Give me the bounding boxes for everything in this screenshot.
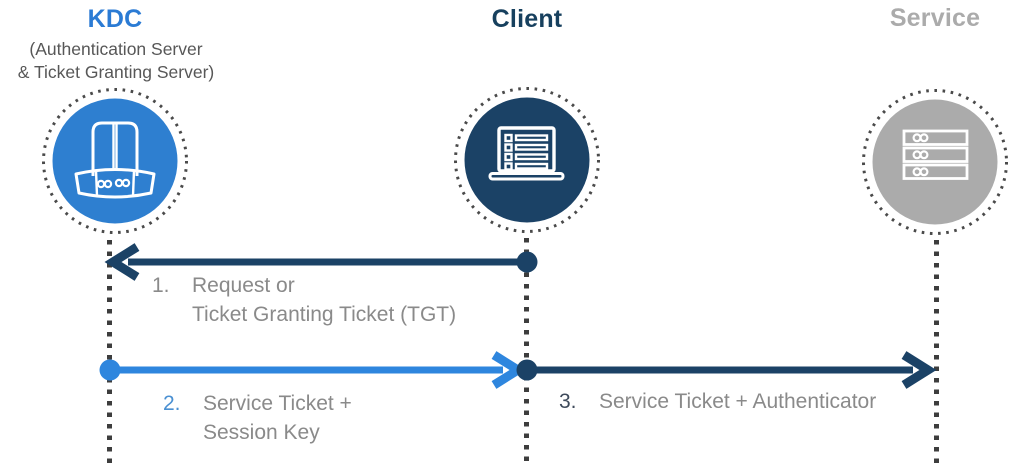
service-dotted-ring xyxy=(862,89,1008,235)
message-1-number: 1. xyxy=(152,274,170,297)
service-circle-badge xyxy=(862,89,1008,235)
client-circle-badge xyxy=(454,87,600,233)
arrow-2-origin-dot xyxy=(99,359,121,381)
actor-kdc-subtitle-line1: (Authentication Server xyxy=(29,39,203,59)
kdc-dotted-ring xyxy=(42,88,188,234)
message-1-text: Request or Ticket Granting Ticket (TGT) xyxy=(192,271,456,329)
lifeline-service xyxy=(934,240,939,466)
lifeline-kdc xyxy=(107,240,112,466)
arrow-3-origin-dot xyxy=(516,359,538,381)
message-2-line1: Service Ticket + xyxy=(203,392,352,415)
actor-client-title: Client xyxy=(491,5,563,33)
message-3: 3. Service Ticket + Authenticator xyxy=(559,387,876,416)
message-3-text: Service Ticket + Authenticator xyxy=(599,387,876,416)
client-dotted-ring xyxy=(454,87,600,233)
actor-kdc-subtitle-line2: & Ticket Granting Server) xyxy=(17,62,215,82)
message-3-line1: Service Ticket + Authenticator xyxy=(599,390,877,413)
kdc-circle xyxy=(52,98,178,224)
vault-tower-icon xyxy=(74,121,156,199)
arrow-1-request-tgt xyxy=(104,243,538,281)
arrow-3-authenticator xyxy=(516,351,937,389)
message-2: 2. Service Ticket + Session Key xyxy=(163,389,352,447)
message-1-line2: Ticket Granting Ticket (TGT) xyxy=(192,303,457,326)
kdc-circle-badge xyxy=(42,88,188,234)
message-2-number: 2. xyxy=(163,392,181,415)
actor-kdc-title: KDC xyxy=(87,5,143,33)
message-2-line2: Session Key xyxy=(203,421,320,444)
message-2-text: Service Ticket + Session Key xyxy=(203,389,352,447)
message-1-line1: Request or xyxy=(192,274,295,297)
laptop-list-icon xyxy=(488,126,565,181)
actor-service-title: Service xyxy=(889,4,981,32)
lifeline-client xyxy=(524,238,529,466)
arrow-1-origin-dot xyxy=(516,251,538,273)
message-3-number: 3. xyxy=(559,390,577,413)
server-rack-icon xyxy=(902,129,969,180)
arrow-2-service-ticket xyxy=(99,351,527,389)
message-1: 1. Request or Ticket Granting Ticket (TG… xyxy=(152,271,456,329)
actor-kdc-subtitle: (Authentication Server & Ticket Granting… xyxy=(0,38,232,84)
